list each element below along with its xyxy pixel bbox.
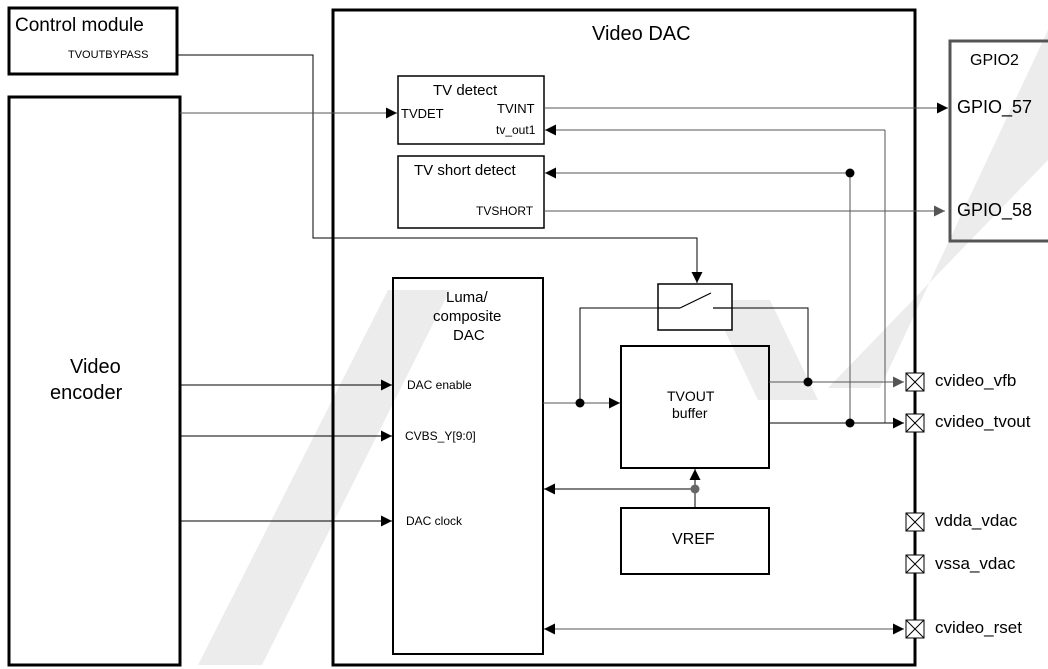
pad-vssa-vdac: [905, 554, 925, 574]
tv-detect-block: [397, 75, 545, 145]
switch-input-wire: [579, 307, 658, 403]
switch-output-wire: [732, 307, 809, 382]
tv-detect-title: TV detect: [433, 82, 498, 99]
tvshort-port-label: TVSHORT: [476, 204, 534, 218]
junction-dot: [845, 418, 855, 428]
cvbs-port-label: CVBS_Y[9:0]: [405, 429, 476, 443]
vssa-vdac-label: vssa_vdac: [935, 554, 1016, 573]
tvint-port-label: TVINT: [497, 101, 535, 116]
dac-enable-port-label: DAC enable: [407, 378, 472, 392]
tvoutbypass-port-label: TVOUTBYPASS: [68, 49, 149, 61]
pad-cvideo-rset: [905, 619, 925, 639]
video-dac-title: Video DAC: [592, 23, 691, 45]
tvdet-port-label: TVDET: [401, 106, 444, 121]
gpio-58-pin-label: GPIO_58: [957, 200, 1033, 220]
luma-dac-block: [392, 277, 544, 655]
cvideo-vfb-label: cvideo_vfb: [935, 371, 1017, 390]
control-module-title: Control module: [15, 15, 144, 36]
video-encoder-block: [7, 95, 182, 667]
tvout-buffer-title-line2: buffer: [672, 405, 708, 421]
pad-vdda-vdac: [905, 512, 925, 532]
dac-clock-port-label: DAC clock: [406, 514, 463, 528]
gpio-57-pin-label: GPIO_57: [957, 97, 1033, 117]
vdda-vdac-label: vdda_vdac: [935, 511, 1018, 530]
junction-dot: [575, 398, 585, 408]
vref-title: VREF: [672, 531, 715, 548]
cvideo-tvout-label: cvideo_tvout: [935, 412, 1031, 431]
control-module-block: [7, 6, 179, 76]
luma-dac-title-line1: Luma/: [446, 289, 488, 306]
tv-short-detect-title: TV short detect: [414, 162, 516, 179]
video-encoder-title-line2: encoder: [50, 382, 123, 404]
junction-dot: [845, 168, 855, 178]
tv-short-detect-block: [397, 155, 545, 229]
tv-out1-port-label: tv_out1: [496, 123, 536, 137]
luma-dac-title-line2: composite: [433, 308, 502, 325]
bypass-switch: [657, 283, 733, 331]
junction-dot: [690, 484, 700, 494]
video-dac-block: [331, 8, 917, 667]
tvoutbypass-signal: [178, 54, 703, 283]
gpio2-title: GPIO2: [970, 52, 1019, 69]
junction-dot: [803, 377, 813, 387]
video-encoder-title-line1: Video: [70, 356, 121, 378]
pad-cvideo-tvout: [905, 413, 925, 433]
cvideo-rset-label: cvideo_rset: [935, 618, 1022, 637]
tvout-buffer-title-line1: TVOUT: [667, 388, 715, 404]
pad-cvideo-vfb: [905, 372, 925, 392]
gpio2-block: [948, 39, 1048, 243]
luma-dac-title-line3: DAC: [453, 327, 485, 344]
tvout-buffer-block: [620, 345, 770, 469]
